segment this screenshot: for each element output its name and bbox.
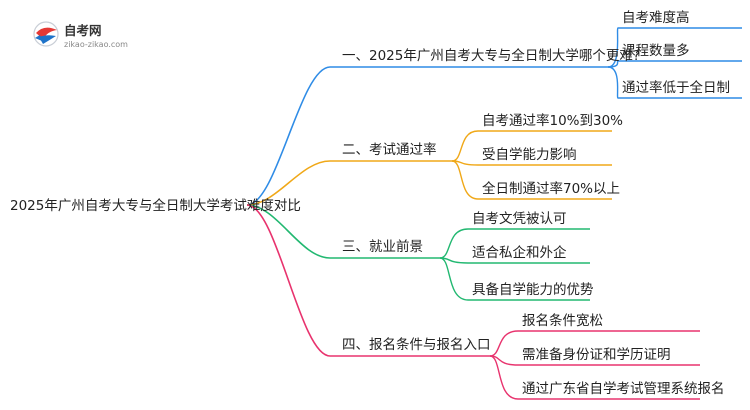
branch-label: 四、报名条件与报名入口 — [342, 336, 491, 353]
leaf-label: 全日制通过率70%以上 — [482, 180, 620, 197]
leaf-label: 自考通过率10%到30% — [482, 112, 623, 129]
site-logo: 自考网 zikao-zikao.com — [33, 21, 128, 49]
leaf-label: 需准备身份证和学历证明 — [522, 346, 671, 363]
leaf-connector — [451, 130, 479, 162]
leaf-connector — [489, 355, 519, 400]
graduation-cap-icon — [33, 21, 59, 47]
branch-connector — [246, 204, 331, 259]
logo-title: 自考网 — [64, 23, 102, 38]
branch-label: 三、就业前景 — [342, 238, 423, 255]
leaf-connector — [607, 27, 619, 68]
leaf-connector — [607, 66, 619, 99]
connector-lines — [246, 27, 742, 400]
branch-nodes: 一、2025年广州自考大专与全日制大学哪个更难? 自考难度高课程数量多通过率低于全… — [342, 9, 730, 397]
leaf-label: 适合私企和外企 — [472, 244, 567, 261]
leaf-label: 课程数量多 — [622, 42, 690, 59]
branch-label: 二、考试通过率 — [342, 141, 437, 158]
branch-connector — [246, 204, 331, 357]
leaf-label: 报名条件宽松 — [522, 312, 603, 329]
leaf-connector — [439, 228, 469, 259]
branch-connector — [246, 160, 331, 206]
branch-connector — [246, 66, 331, 206]
leaf-label: 自考难度高 — [622, 9, 690, 26]
leaf-label: 具备自学能力的优势 — [472, 281, 594, 298]
leaf-connector — [451, 160, 479, 200]
leaf-label: 受自学能力影响 — [482, 147, 577, 163]
leaf-connector — [439, 257, 469, 301]
logo-url: zikao-zikao.com — [64, 40, 128, 49]
branch-label: 一、2025年广州自考大专与全日制大学哪个更难? — [342, 47, 640, 64]
leaf-label: 通过广东省自学考试管理系统报名 — [522, 381, 725, 397]
leaf-label: 通过率低于全日制 — [622, 79, 730, 96]
leaf-label: 自考文凭被认可 — [472, 211, 567, 227]
leaf-connector — [489, 330, 519, 357]
root-node-label: 2025年广州自考大专与全日制大学考试难度对比 — [10, 197, 301, 214]
